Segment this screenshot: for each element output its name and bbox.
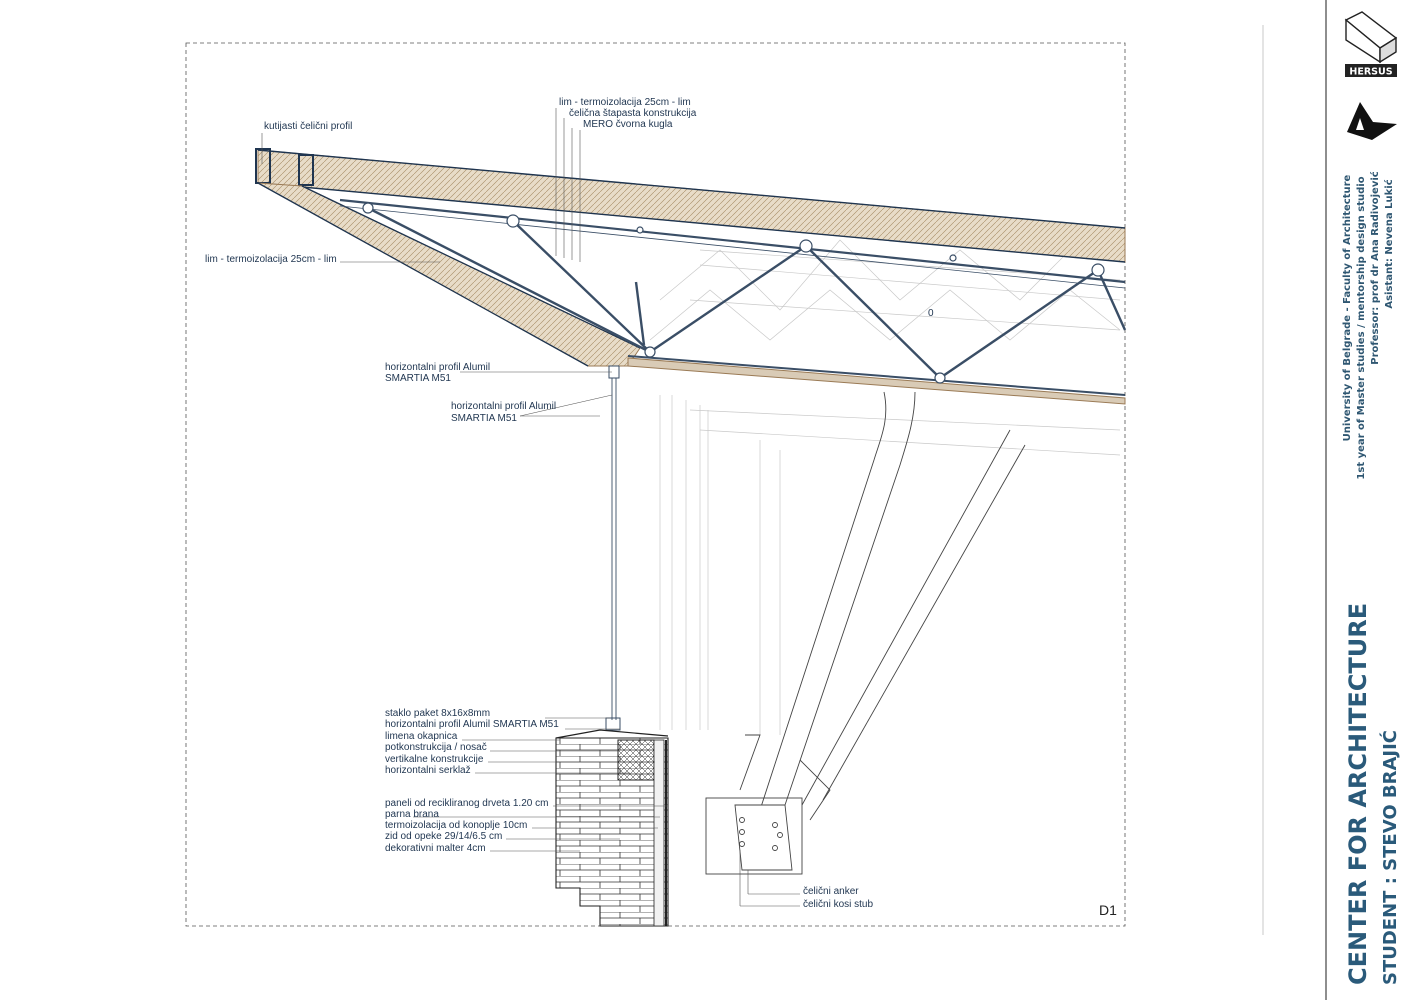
mero-node	[934, 372, 946, 384]
wall-label: potkonstrukcija / nosač	[385, 742, 487, 753]
label-h-profile-1a: horizontalni profil Alumil	[385, 362, 490, 373]
wall-label: zid od opeke 29/14/6.5 cm	[385, 831, 502, 842]
hersus-logo: HERSUS	[1344, 11, 1398, 78]
soffit-panel	[257, 182, 641, 367]
top-chord	[339, 198, 1126, 289]
label-box-profile: kutijasti čelični profil	[264, 121, 352, 132]
wall-label: horizontalni serklaž	[385, 765, 471, 776]
mero-node	[1091, 263, 1105, 277]
label-steel-column: čelični kosi stub	[803, 899, 873, 910]
label-h-profile-1b: SMARTIA M51	[385, 373, 451, 384]
mero-node	[506, 214, 520, 228]
label-mero-node: MERO čvorna kugla	[583, 119, 673, 130]
faculty-logo-icon	[1347, 102, 1397, 140]
detail-id: D1	[1099, 902, 1117, 918]
label-roof-layers: lim - termoizolacija 25cm - lim	[559, 97, 691, 108]
wall-label: staklo paket 8x16x8mm	[385, 708, 490, 719]
wall-label: limena okapnica	[385, 731, 458, 742]
slanted-column	[739, 391, 1026, 821]
student-name: STUDENT : STEVO BRAJIĆ	[1379, 730, 1401, 985]
mero-node	[949, 254, 957, 262]
label-soffit-layers: lim - termoizolacija 25cm - lim	[205, 254, 337, 265]
mero-nodes	[362, 202, 1105, 384]
label-h-profile-2b: SMARTIA M51	[451, 413, 517, 424]
wall-label: dekorativni malter 4cm	[385, 843, 486, 854]
brick-wall	[555, 729, 669, 927]
roof-panel	[257, 149, 1126, 263]
wall-leader-lines	[413, 717, 668, 852]
studio-text: 1st year of Master studies / mentorship …	[1356, 176, 1367, 479]
university-text: University of Belgrade - Faculty of Arch…	[1342, 174, 1353, 441]
wall-label: paneli od recikliranog drveta 1.20 cm	[385, 798, 548, 809]
wall-labels: staklo paket 8x16x8mm horizontalni profi…	[385, 708, 559, 854]
anchor-plate	[705, 797, 803, 875]
title-info: University of Belgrade - Faculty of Arch…	[1342, 171, 1395, 479]
space-frame-diagonals	[367, 206, 1127, 379]
project-title: CENTER FOR ARCHITECTURE	[1344, 603, 1372, 985]
label-steel-space-frame: čelična štapasta konstrukcija	[569, 108, 697, 119]
mero-node	[799, 239, 813, 253]
wall-label: termoizolacija od konoplje 10cm	[385, 820, 527, 831]
wall-label: horizontalni profil Alumil SMARTIA M51	[385, 719, 559, 730]
frame-node-mark: 0	[928, 308, 934, 319]
lower-chord	[627, 355, 1126, 405]
label-steel-anchor: čelični anker	[803, 886, 859, 897]
leader-lines	[261, 108, 800, 907]
professor-text: Professor: prof dr Ana Radivojević	[1369, 171, 1381, 364]
assistant-text: Asistant: Nevena Lukić	[1383, 179, 1395, 308]
ghost-structure	[649, 239, 1121, 735]
wall-label: parna brana	[385, 809, 439, 820]
wall-label: vertikalne konstrukcije	[385, 754, 484, 765]
mero-node	[636, 226, 644, 234]
hersus-logo-text: HERSUS	[1349, 67, 1392, 78]
hersus-logo-icon	[1344, 11, 1398, 64]
mero-node	[644, 346, 656, 358]
mero-node	[362, 202, 374, 214]
curtain-wall	[605, 365, 621, 731]
label-h-profile-2a: horizontalni profil Alumil	[451, 401, 556, 412]
